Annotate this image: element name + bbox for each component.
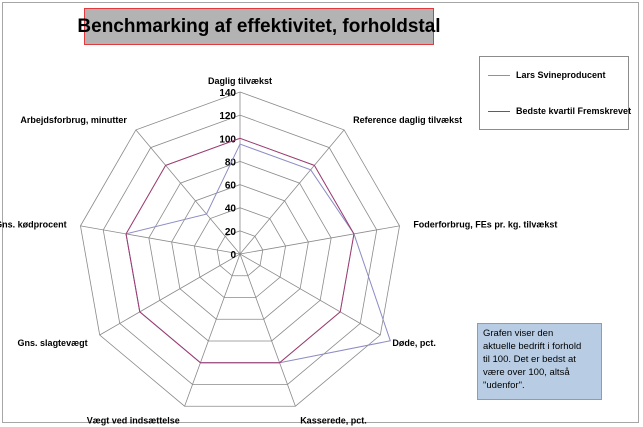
tick-label: 40 xyxy=(225,204,237,215)
axis-label: Gns. slagtevægt xyxy=(18,338,88,348)
legend-swatch-series-1 xyxy=(488,74,510,76)
grid-spoke xyxy=(239,129,345,255)
grid-ring xyxy=(80,91,400,407)
tick-label: 60 xyxy=(225,181,237,192)
legend-item-series-2: Bedste kvartil Fremskrevet xyxy=(488,104,631,118)
note-textbox: Grafen viser den aktuelle bedrift i forh… xyxy=(477,323,602,400)
grid-spoke xyxy=(184,253,241,407)
grid-ring xyxy=(148,161,332,342)
grid-ring xyxy=(171,184,309,320)
legend-swatch-series-2 xyxy=(488,110,510,112)
tick-label: 140 xyxy=(219,88,236,99)
chart-legend: Lars Svineproducent Bedste kvartil Frems… xyxy=(479,56,631,130)
grid-ring xyxy=(216,230,264,277)
axis-label: Arbejdsforbrug, minutter xyxy=(20,115,127,125)
grid-spoke xyxy=(135,129,241,255)
tick-label: 100 xyxy=(219,134,236,145)
axis-label: Reference daglig tilvækst xyxy=(353,115,462,125)
grid-spoke xyxy=(239,225,400,255)
chart-title-box: Benchmarking af effektivitet, forholdsta… xyxy=(77,8,441,45)
chart-frame xyxy=(2,2,639,423)
grid-ring xyxy=(102,114,378,385)
axis-label: Foderforbrug, FEs pr. kg. tilvækst xyxy=(413,219,557,229)
legend-label-series-1: Lars Svineproducent xyxy=(516,70,606,80)
legend-item-series-1: Lars Svineproducent xyxy=(488,68,606,82)
tick-label: 120 xyxy=(219,111,236,122)
tick-label: 0 xyxy=(230,250,236,261)
series-line-2 xyxy=(125,137,355,364)
grid-spoke xyxy=(239,253,296,407)
legend-label-series-2: Bedste kvartil Fremskrevet xyxy=(516,106,632,116)
axis-label: Daglig tilvækst xyxy=(208,76,272,86)
grid-spoke xyxy=(239,253,381,336)
axis-label: Døde, pct. xyxy=(392,338,436,348)
grid-spoke xyxy=(99,253,241,336)
axis-label: Kasserede, pct. xyxy=(300,415,367,425)
axis-label: Vægt ved indsættelse xyxy=(87,415,180,425)
tick-label: 20 xyxy=(225,227,237,238)
chart-title: Benchmarking af effektivitet, forholdsta… xyxy=(77,15,441,37)
axis-label: Gns. kødprocent xyxy=(0,219,67,229)
grid-ring xyxy=(193,207,287,298)
grid-spoke xyxy=(80,225,241,255)
